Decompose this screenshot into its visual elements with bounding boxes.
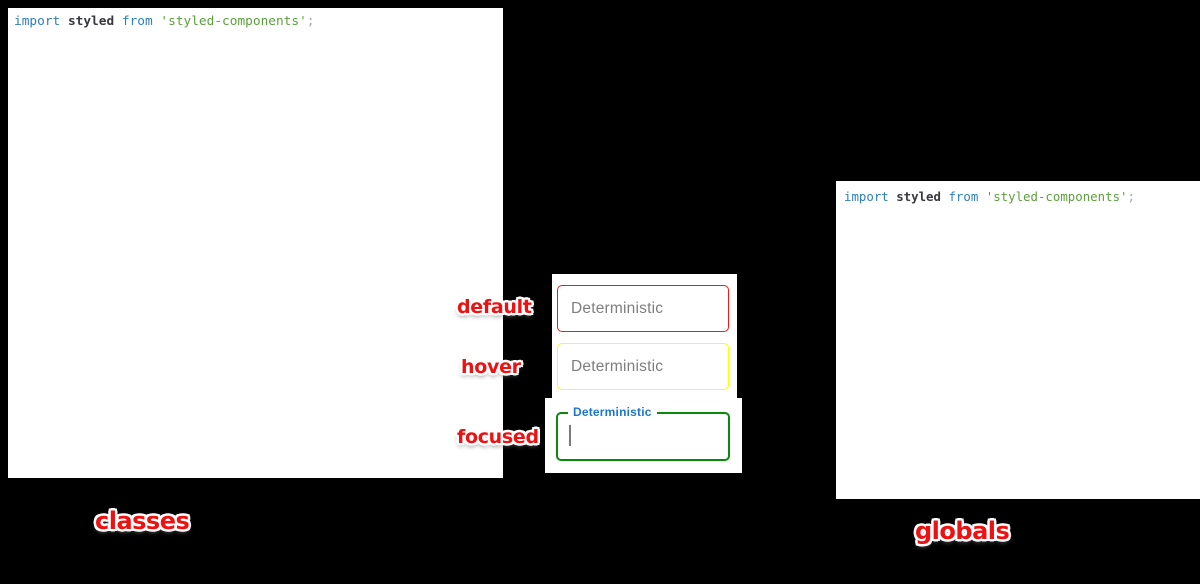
classes-code-panel: import styled from 'styled-components';i… (8, 8, 503, 478)
textfield-default-state[interactable]: Deterministic (557, 285, 729, 332)
code-line: import styled from 'styled-components'; (844, 188, 1200, 499)
globals-code-panel: import styled from 'styled-components';i… (836, 181, 1200, 499)
code-line: import styled from 'styled-components'; (14, 13, 503, 478)
textfield-floating-label: Deterministic (568, 405, 657, 419)
textfield-placeholder: Deterministic (571, 299, 664, 317)
annotation-globals: globals (915, 517, 1010, 545)
textfield-focused-state[interactable]: Deterministic (556, 405, 730, 461)
code-token: styled (896, 189, 941, 204)
code-token: from (114, 14, 161, 29)
annotation-default: default (457, 296, 532, 318)
annotation-classes: classes (95, 507, 190, 535)
annotation-focused: focused (457, 426, 539, 448)
code-token: import (14, 14, 68, 29)
code-token: ; (1127, 189, 1135, 204)
text-cursor (569, 425, 571, 446)
code-token: 'styled-components' (160, 14, 307, 29)
annotation-hover: hover (461, 356, 521, 378)
textfield-hover-state[interactable]: Deterministic (557, 343, 729, 390)
code-token: from (940, 189, 986, 204)
code-token: 'styled-components' (985, 189, 1128, 204)
textfield-placeholder: Deterministic (571, 357, 664, 375)
code-token: styled (67, 14, 115, 29)
code-token: ; (306, 14, 315, 29)
code-token: import (844, 189, 897, 204)
